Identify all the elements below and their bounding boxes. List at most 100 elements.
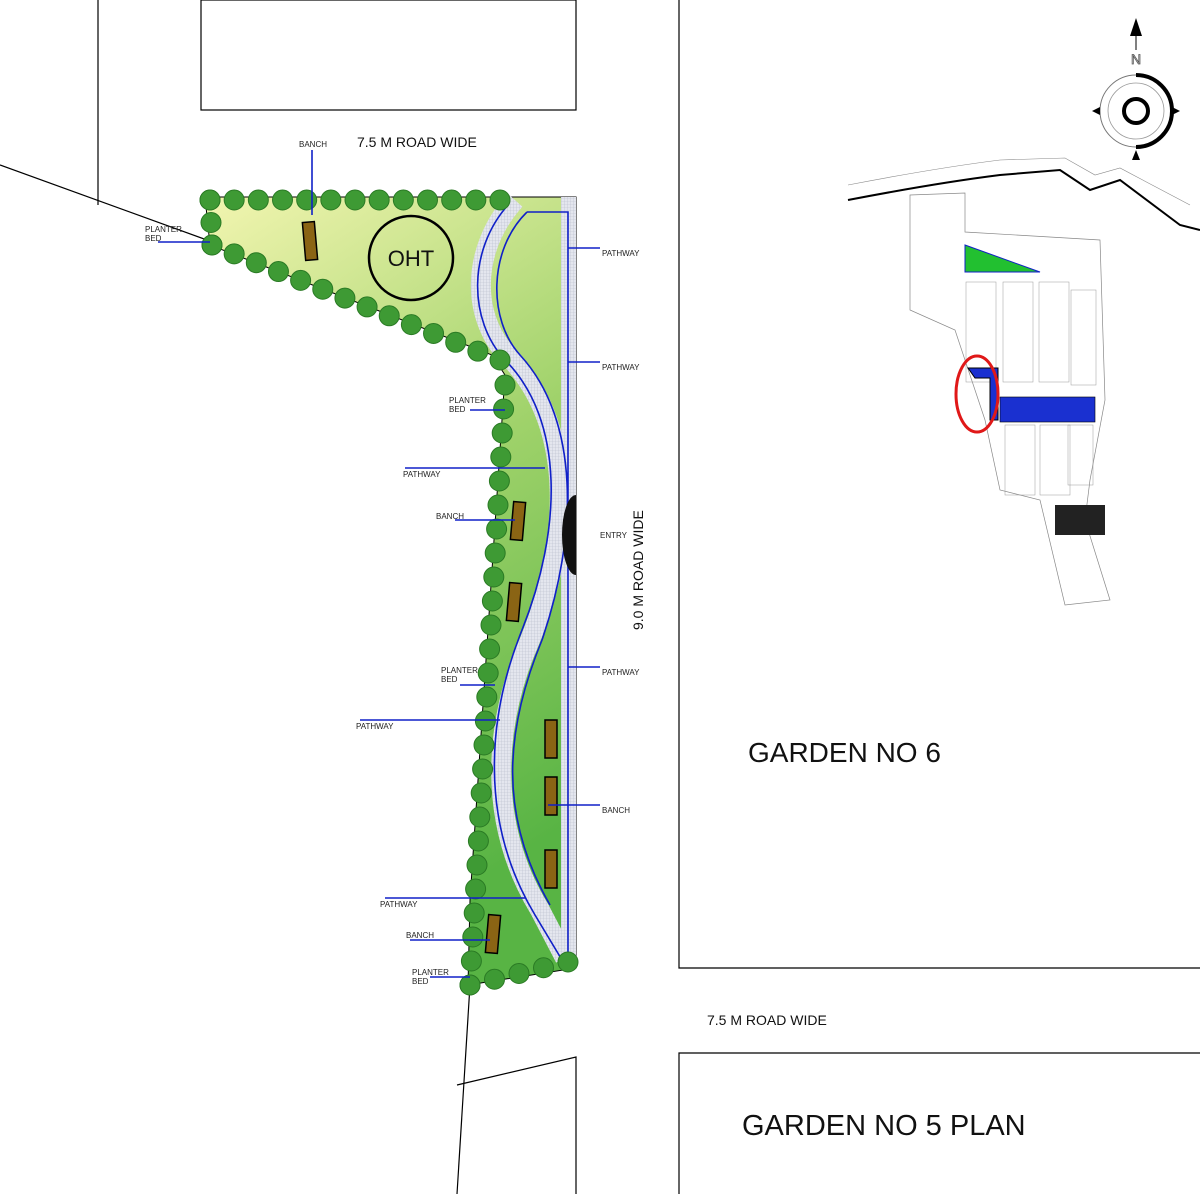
svg-text:BED: BED: [449, 405, 466, 414]
tree-icon: [474, 710, 496, 732]
svg-text:BED: BED: [145, 234, 162, 243]
bench: [544, 849, 558, 889]
oht-tank: [367, 214, 455, 302]
tree-icon: [483, 566, 505, 588]
bench: [544, 776, 558, 816]
tree-icon: [368, 189, 390, 211]
tree-icon: [467, 830, 489, 852]
tree-icon: [477, 662, 499, 684]
leader-lines: [158, 150, 600, 978]
tree-icon: [200, 212, 222, 233]
tree-icon: [484, 542, 506, 564]
right-road-label: 9.0 M ROAD WIDE: [630, 510, 646, 630]
tree-icon: [462, 926, 484, 948]
tree-icon: [378, 305, 400, 327]
tree-icon: [201, 234, 223, 256]
tree-icon: [481, 590, 503, 612]
tree-icon: [445, 331, 467, 353]
tree-icon: [489, 189, 511, 211]
label-planter-bed: PLANTER: [412, 968, 449, 977]
tree-icon: [344, 189, 366, 211]
bottom-road-label: 7.5 M ROAD WIDE: [707, 1012, 827, 1028]
bench: [505, 581, 523, 623]
north-compass-icon: N: [1092, 18, 1180, 160]
label-pathway: PATHWAY: [602, 363, 640, 372]
diagonal-boundary: [0, 164, 241, 253]
tree-icon: [557, 951, 579, 973]
top-road-label: 7.5 M ROAD WIDE: [357, 134, 477, 150]
tree-icon: [480, 614, 502, 636]
tree-icon: [460, 950, 482, 972]
labels: BANCH 7.5 M ROAD WIDE PLANTER BED PATHWA…: [145, 134, 1026, 1142]
garden-left-boundary-extension: [456, 984, 471, 1194]
garden-6-boundary: [678, 0, 1200, 969]
tree-icon: [223, 189, 245, 211]
tree-icon: [417, 189, 438, 211]
lower-left-block: [456, 1056, 577, 1194]
bench: [484, 913, 502, 955]
tree-icon: [479, 638, 501, 660]
svg-text:BED: BED: [441, 675, 458, 684]
pathway-curved: [470, 193, 574, 963]
tree-icon: [267, 261, 289, 283]
tree-icon: [290, 269, 312, 291]
label-pathway: PATHWAY: [602, 668, 640, 677]
svg-text:BED: BED: [412, 977, 429, 986]
label-bench: BANCH: [299, 140, 327, 149]
tree-icon: [467, 340, 489, 362]
label-bench: BANCH: [602, 806, 630, 815]
tree-icon: [463, 902, 485, 924]
tree-icon: [493, 398, 515, 420]
tree-icon: [400, 314, 422, 336]
label-planter-bed: PLANTER: [441, 666, 478, 675]
planter-bed-trees: [199, 189, 579, 996]
tree-icon: [465, 189, 487, 211]
tree-icon: [441, 189, 463, 211]
tree-icon: [470, 782, 492, 804]
tree-icon: [484, 968, 505, 990]
label-bench: BANCH: [436, 512, 464, 521]
tree-icon: [459, 974, 481, 996]
tree-icon: [489, 349, 511, 371]
tree-icon: [465, 878, 487, 900]
label-pathway: PATHWAY: [356, 722, 394, 731]
tree-icon: [469, 806, 491, 828]
label-bench: BANCH: [406, 931, 434, 940]
label-entry: ENTRY: [600, 531, 628, 540]
tree-icon: [508, 963, 530, 984]
garden-5: OHT: [199, 189, 579, 996]
entry-gate: [562, 495, 576, 575]
tree-icon: [466, 854, 488, 876]
tree-icon: [312, 278, 334, 300]
key-map: [847, 157, 1200, 606]
tree-icon: [356, 296, 378, 318]
garden-6-label: GARDEN NO 6: [748, 737, 941, 768]
tree-icon: [533, 957, 554, 979]
garden-location-highlight: [954, 354, 1000, 434]
label-planter-bed: PLANTER: [145, 225, 182, 234]
oht-label: OHT: [388, 246, 434, 271]
bench: [544, 719, 558, 759]
tree-icon: [245, 252, 267, 274]
tree-icon: [473, 734, 495, 756]
plan-title: GARDEN NO 5 PLAN: [742, 1110, 1026, 1142]
tree-icon: [476, 686, 498, 708]
lower-right-block: [678, 1052, 1200, 1194]
tree-icon: [320, 189, 342, 211]
tree-icon: [487, 494, 509, 516]
tree-icon: [423, 322, 445, 344]
tree-icon: [272, 189, 293, 211]
pathway-edge-outer: [476, 204, 563, 961]
tree-icon: [472, 758, 494, 780]
bench: [509, 500, 527, 542]
tree-icon: [488, 470, 510, 492]
tree-icon: [296, 189, 318, 211]
tree-icon: [334, 287, 356, 309]
label-planter-bed: PLANTER: [449, 396, 486, 405]
tree-icon: [486, 518, 508, 540]
tree-icon: [199, 189, 221, 211]
label-pathway: PATHWAY: [380, 900, 418, 909]
label-pathway: PATHWAY: [403, 470, 441, 479]
